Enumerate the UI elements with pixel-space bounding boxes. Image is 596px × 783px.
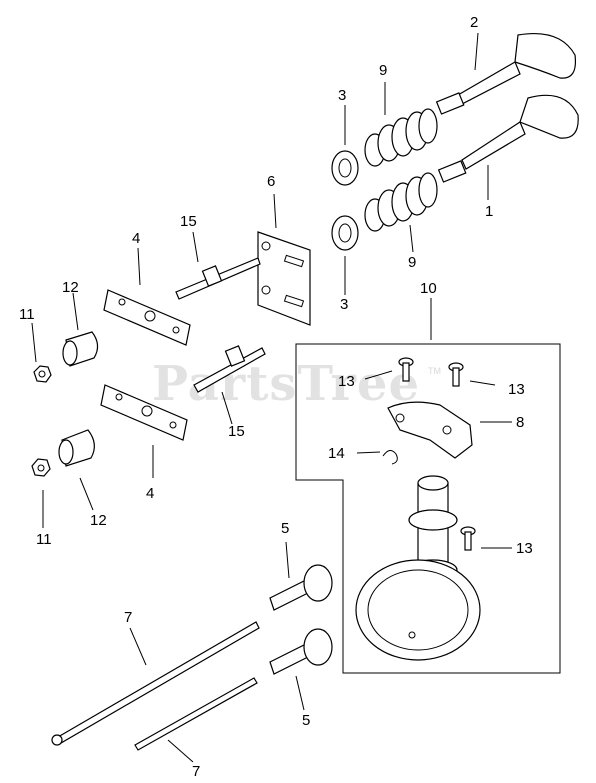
guide-plate-6	[257, 231, 311, 326]
callout-9-upper: 9	[379, 62, 388, 79]
retainer-3-upper	[331, 150, 359, 186]
push-rod-7-lower	[134, 677, 258, 751]
lock-nut-11-upper	[33, 365, 52, 383]
cam-gear	[355, 559, 481, 661]
callout-11-upper: 11	[19, 306, 35, 323]
rocker-stud-15-upper	[175, 257, 261, 300]
callout-1: 1	[485, 203, 494, 220]
adjusting-nut-12-lower	[58, 429, 95, 467]
retainer-3-lower	[331, 215, 359, 251]
lock-nut-11-lower	[31, 458, 51, 477]
callout-9-lower: 9	[408, 254, 417, 271]
callout-3-upper: 3	[338, 87, 347, 104]
bolt-13-a	[398, 357, 414, 382]
tappet-5-upper	[269, 564, 333, 611]
callout-15-lower: 15	[228, 423, 245, 440]
bolt-13-c	[460, 526, 476, 551]
spring-9-lower	[364, 172, 438, 232]
callout-11-lower: 11	[36, 531, 52, 548]
valve-1	[437, 94, 579, 183]
compression-release-8	[387, 401, 473, 459]
bracket-outline-10	[295, 343, 561, 674]
valve-2	[435, 32, 577, 115]
rocker-arm-4-upper	[103, 289, 191, 346]
leader-lines	[31, 32, 512, 763]
callout-12-upper: 12	[62, 279, 79, 296]
callout-4-lower: 4	[146, 485, 155, 502]
callout-5-lower: 5	[302, 712, 311, 729]
callout-7-upper: 7	[124, 609, 133, 626]
rocker-stud-15-lower	[193, 345, 266, 393]
callout-14: 14	[328, 445, 345, 462]
callout-4-upper: 4	[132, 230, 141, 247]
spring-9-upper	[364, 108, 438, 167]
callout-2: 2	[470, 14, 479, 31]
callout-13-a: 13	[338, 373, 355, 390]
callout-5-upper: 5	[281, 520, 290, 537]
callout-12-lower: 12	[90, 512, 107, 529]
spring-14	[382, 450, 398, 465]
bolt-13-b	[448, 362, 464, 387]
callout-15-upper: 15	[180, 213, 197, 230]
callout-10: 10	[420, 280, 437, 297]
callout-8: 8	[516, 414, 525, 431]
callout-6: 6	[267, 173, 276, 190]
callout-3-lower: 3	[340, 296, 349, 313]
watermark-trademark: TM	[428, 366, 441, 376]
push-rod-7-upper	[51, 621, 260, 746]
callout-13-b: 13	[508, 381, 525, 398]
callout-7-lower: 7	[192, 763, 201, 780]
rocker-arm-4-lower	[100, 384, 188, 441]
tappet-5-lower	[269, 628, 333, 675]
callout-13-c: 13	[516, 540, 533, 557]
adjusting-nut-12-upper	[62, 331, 99, 367]
